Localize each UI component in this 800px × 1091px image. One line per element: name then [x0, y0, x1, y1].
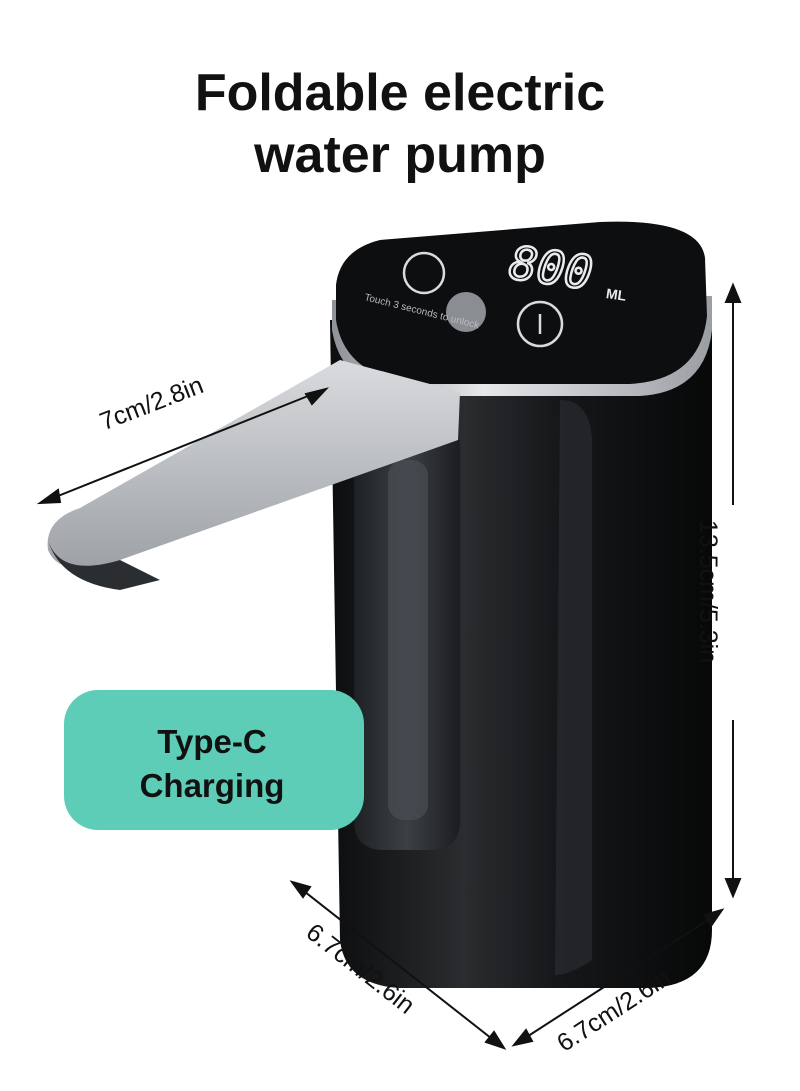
charging-badge — [64, 690, 364, 830]
title-line-2: water pump — [254, 126, 546, 184]
badge-line-1: Type-C — [157, 723, 267, 760]
width-dimension-arrow — [511, 908, 725, 1047]
charging-badge-text: Type-C Charging — [92, 720, 332, 808]
display-reading: 800 — [506, 235, 596, 300]
title-line-1: Foldable electric — [194, 64, 606, 122]
depth-dimension-arrow — [289, 880, 507, 1050]
top-panel — [336, 221, 707, 384]
height-label: 13.5cm/5.3in — [694, 520, 722, 664]
spout-dimension-arrow — [36, 387, 330, 505]
display-unit: ML — [605, 285, 628, 304]
badge-line-2: Charging — [139, 767, 285, 804]
spout-arm — [47, 360, 460, 568]
product-title: Foldable electric water pump — [0, 62, 800, 186]
drop-button-icon — [402, 251, 446, 295]
body-highlight — [555, 400, 592, 975]
fingerprint-unlock-icon — [446, 292, 486, 332]
height-dimension-arrow — [724, 282, 742, 899]
spout-tip — [48, 540, 160, 590]
inner-tube — [388, 460, 428, 820]
power-button-icon — [516, 300, 564, 348]
